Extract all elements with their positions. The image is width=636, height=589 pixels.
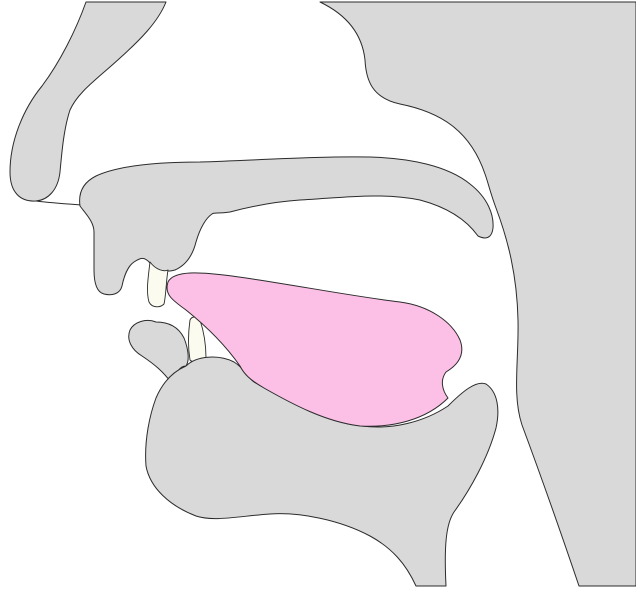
hard-palate: [80, 157, 493, 295]
nostril-line: [36, 201, 82, 205]
